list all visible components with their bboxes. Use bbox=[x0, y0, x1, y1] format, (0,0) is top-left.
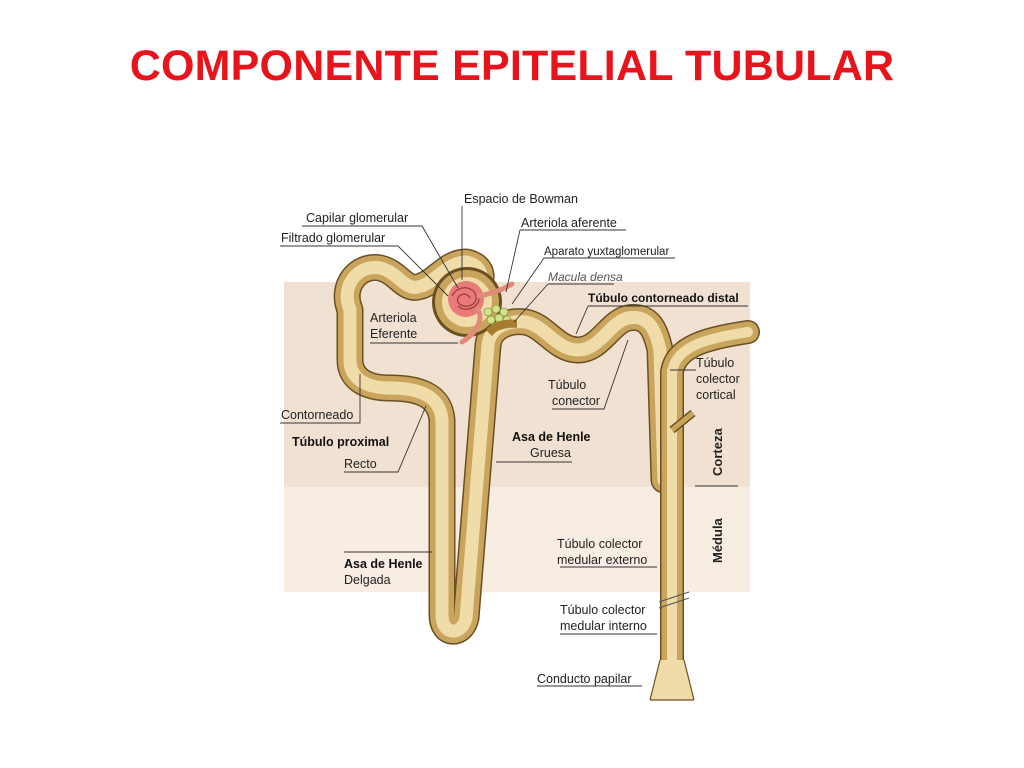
label-arteriola-aferente: Arteriola aferente bbox=[521, 216, 617, 230]
macula-densa bbox=[486, 319, 517, 336]
bowman-capsule bbox=[432, 267, 502, 337]
label-asa-henle-gruesa-1: Asa de Henle bbox=[512, 430, 591, 444]
label-tubulo-proximal: Túbulo proximal bbox=[292, 435, 389, 449]
label-colector-medular-interno-2: medular interno bbox=[560, 619, 647, 633]
papillary-duct-flare bbox=[650, 660, 694, 700]
label-colector-medular-externo-1: Túbulo colector bbox=[557, 537, 642, 551]
leader-lines bbox=[280, 206, 748, 687]
label-conducto-papilar: Conducto papilar bbox=[537, 672, 632, 686]
label-medula: Médula bbox=[710, 517, 725, 563]
label-tubulo-contorneado-distal: Túbulo contorneado distal bbox=[588, 291, 739, 305]
efferent-arteriole bbox=[459, 307, 483, 345]
label-contorneado: Contorneado bbox=[281, 408, 353, 422]
label-macula-densa: Macula densa bbox=[548, 270, 623, 284]
label-colector-medular-externo-2: medular externo bbox=[557, 553, 647, 567]
slide-title: COMPONENTE EPITELIAL TUBULAR bbox=[129, 42, 895, 90]
label-capilar-glomerular: Capilar glomerular bbox=[306, 211, 408, 225]
label-asa-henle-delgada-2: Delgada bbox=[344, 573, 391, 587]
label-asa-henle-gruesa-2: Gruesa bbox=[530, 446, 571, 460]
label-arteriola-eferente-2: Eferente bbox=[370, 327, 417, 341]
label-asa-henle-delgada-1: Asa de Henle bbox=[344, 557, 423, 571]
label-corteza: Corteza bbox=[710, 428, 725, 476]
label-colector-cortical-1: Túbulo bbox=[696, 356, 734, 370]
label-colector-cortical-2: colector bbox=[696, 372, 740, 386]
label-aparato-yuxtaglomerular: Aparato yuxtaglomerular bbox=[544, 246, 669, 258]
label-colector-cortical-3: cortical bbox=[696, 388, 736, 402]
label-espacio-bowman: Espacio de Bowman bbox=[464, 192, 578, 206]
label-colector-medular-interno-1: Túbulo colector bbox=[560, 603, 645, 617]
label-arteriola-eferente-1: Arteriola bbox=[370, 311, 417, 325]
afferent-arteriole bbox=[476, 281, 515, 299]
label-tubulo-conector-1: Túbulo bbox=[548, 378, 586, 392]
label-filtrado-glomerular: Filtrado glomerular bbox=[281, 231, 385, 245]
nephron-tubule bbox=[333, 248, 678, 645]
label-tubulo-conector-2: conector bbox=[552, 394, 600, 408]
label-recto: Recto bbox=[344, 457, 377, 471]
